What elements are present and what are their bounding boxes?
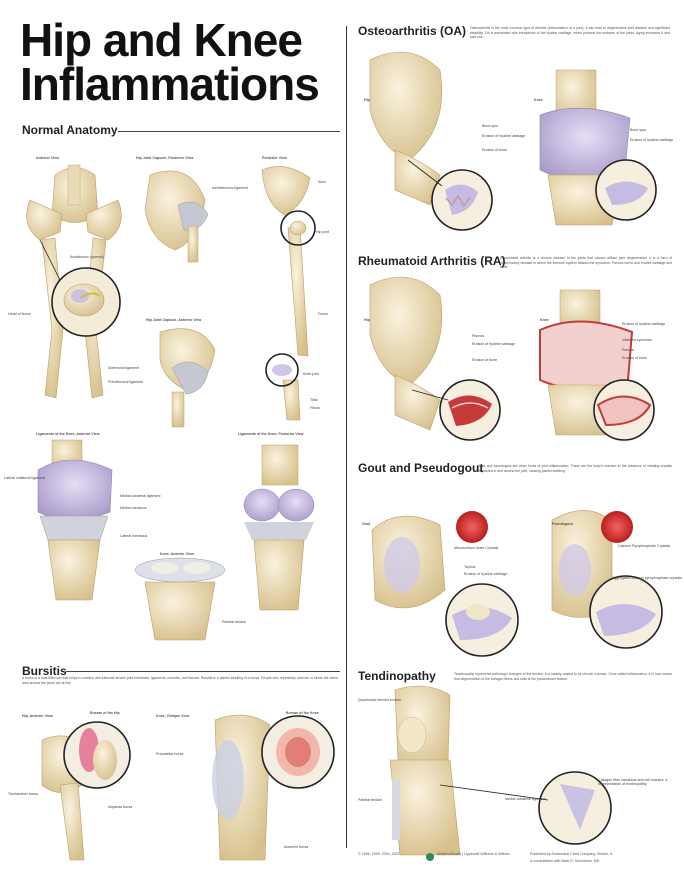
view-caption: Hip Joint Capsule, Posterior View <box>136 156 194 160</box>
label: Anserine bursa <box>284 845 309 849</box>
view-caption: Hip Joint Capsule, Anterior View <box>146 318 202 322</box>
label: Fibula <box>310 406 320 410</box>
view-caption: Gout <box>362 522 371 526</box>
label: Hip joint <box>316 230 329 234</box>
knee-anterior-illustration <box>134 557 226 641</box>
skeleton-anterior-illustration <box>26 164 122 399</box>
view-caption: Hip <box>364 318 370 322</box>
label: Trochanteric bursa <box>8 792 38 796</box>
label: Knee joint <box>303 372 319 376</box>
section-rule <box>118 131 340 132</box>
label: Medial meniscus <box>120 506 147 510</box>
footer-copyright: © 1996, 1999, 2004, 2007 <box>358 852 400 856</box>
section-title-normal-anatomy: Normal Anatomy <box>22 123 118 137</box>
label: Ilium <box>318 180 326 184</box>
bursitis-hip-illustration <box>41 721 131 861</box>
hip-capsule-anterior-illustration <box>159 328 216 428</box>
label: Prepatellar bursa <box>156 752 184 756</box>
column-divider <box>346 26 347 848</box>
ra-hip-illustration <box>369 276 501 441</box>
label: Patellar tendon <box>358 798 383 802</box>
label: Erosion of hyaline cartilage <box>630 138 674 142</box>
oa-description: Osteoarthritis is the most common type o… <box>470 26 670 40</box>
view-caption: Posterior View <box>262 156 287 160</box>
gout-description: Gout and pseudogout are other forms of j… <box>478 464 672 473</box>
poster-title: Hip and Knee Inflammations <box>20 14 350 110</box>
label: Femur <box>318 312 329 316</box>
label: Ischiofemoral ligament <box>212 186 248 190</box>
section-title-bursitis: Bursitis <box>22 664 67 678</box>
label: Erosion of bone <box>622 356 648 360</box>
footer-consult: in consultation with Mark R. Muchtman, M… <box>530 859 600 863</box>
bursitis-knee-illustration <box>212 714 335 861</box>
pseudogout-knee-illustration <box>551 510 663 649</box>
label: Iliofemoral ligament <box>108 366 140 370</box>
label: Erosion of bone <box>472 358 498 362</box>
view-caption: Anterior View <box>36 156 60 160</box>
label: Patellar tendon <box>222 620 247 624</box>
section-title-tendinopathy: Tendinopathy <box>358 669 436 683</box>
gout-knee-illustration <box>371 511 519 657</box>
label: Erosion of hyaline cartilage <box>464 572 508 576</box>
label: Erosion of bone <box>482 148 508 152</box>
title-line-2: Inflammations <box>20 58 320 110</box>
title-line-1: Hip and Knee <box>20 14 303 66</box>
view-caption: Bursae of the Hip <box>90 711 120 715</box>
footer-published-by: Published by Anatomical Chart Company, S… <box>530 852 613 856</box>
section-rule <box>66 671 340 672</box>
tendinopathy-description: Tendinopathy represents pathologic chang… <box>454 672 672 681</box>
oa-knee-illustration <box>539 69 657 226</box>
view-caption: Bursae of the Knee <box>286 711 319 715</box>
view-caption: Ligaments of the Knee, Anterior View <box>36 432 100 436</box>
view-caption: Hip, Anterior View <box>22 714 53 718</box>
label: Bone spur <box>482 124 499 128</box>
label: Lateral meniscus <box>120 534 148 538</box>
view-caption: Knee, Anterior View <box>160 552 194 556</box>
view-caption: Pseudogout <box>552 522 573 526</box>
publisher-logo-icon <box>426 853 434 861</box>
label: Erosion of hyaline cartilage <box>622 322 666 326</box>
label: Medial collateral ligament <box>505 797 546 801</box>
footer-publisher: Wolters Kluwer | Lippincott Williams & W… <box>437 852 510 856</box>
label: Pannus <box>622 348 635 352</box>
section-title-oa: Osteoarthritis (OA) <box>358 24 467 38</box>
knee-ligaments-anterior-illustration <box>37 439 113 601</box>
label: Bone spur <box>630 128 647 132</box>
oa-hip-illustration <box>369 51 493 231</box>
label: Pannus <box>472 334 485 338</box>
label: Aggregated calcium pyrophosphate crystal… <box>612 576 682 580</box>
label: Tibia <box>310 398 318 402</box>
label: Lateral collateral ligament <box>4 476 45 480</box>
label: Quadriceps femoris tendon <box>358 698 402 702</box>
section-title-gout: Gout and Pseudogout <box>358 461 484 475</box>
tendinopathy-knee-illustration <box>389 685 612 856</box>
ra-description: Rheumatoid arthritis is a chronic diseas… <box>500 256 672 270</box>
view-caption: Ligaments of the Knee, Posterior View <box>238 432 304 436</box>
label: Medial collateral ligament <box>120 494 161 498</box>
section-title-ra: Rheumatoid Arthritis (RA) <box>358 254 506 268</box>
knee-ligaments-posterior-illustration <box>243 444 315 611</box>
bursitis-description: A bursa is a fluid-filled sac that helps… <box>22 676 338 685</box>
label: Iliopsoas bursa <box>108 805 133 809</box>
leg-posterior-illustration <box>261 166 316 421</box>
view-caption: Knee <box>534 98 543 102</box>
label: Monosodium Urate Crystals <box>454 546 499 550</box>
view-caption: Hip <box>364 98 370 102</box>
label: Head of femur <box>8 312 31 316</box>
label: Tophus <box>464 565 476 569</box>
label: Collagen fiber variations and cell masse… <box>598 778 668 786</box>
view-caption: Knee <box>540 318 549 322</box>
label: Erosion of hyaline cartilage <box>482 134 526 138</box>
hip-capsule-posterior-illustration <box>144 170 209 263</box>
ra-knee-illustration <box>539 289 655 441</box>
label: Calcium Pyrophosphate Crystals <box>618 544 671 548</box>
label: Inflamed synovium <box>622 338 652 342</box>
label: Acetabulum (opened) <box>70 255 105 259</box>
label: Pubofemoral ligament <box>108 380 143 384</box>
view-caption: Knee, Oblique View <box>156 714 190 718</box>
label: Erosion of hyaline cartilage <box>472 342 516 346</box>
